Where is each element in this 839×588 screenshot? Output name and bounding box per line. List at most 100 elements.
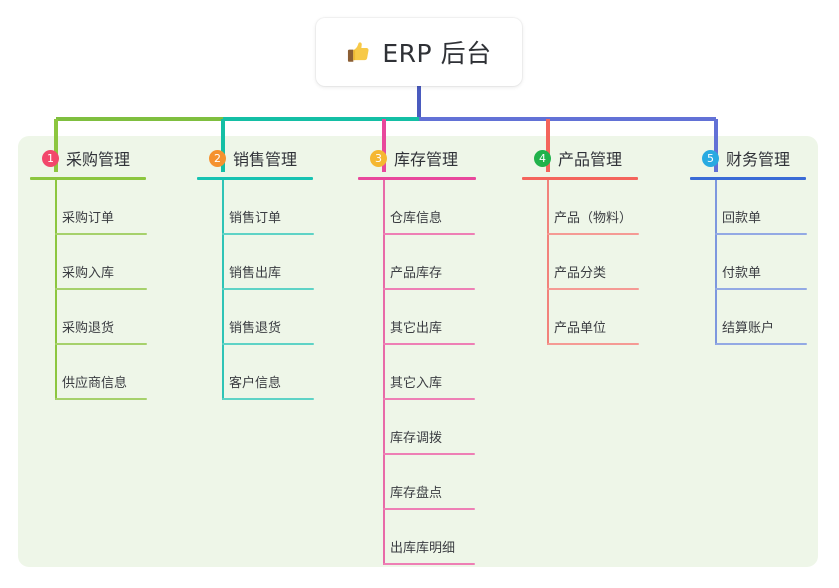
leaf-item-label: 销售订单 bbox=[229, 211, 282, 226]
column-items-5: 回款单付款单结算账户 bbox=[690, 180, 807, 345]
column-title-2: 销售管理 bbox=[233, 150, 298, 169]
leaf-item-rule bbox=[383, 398, 475, 400]
leaf-item-label: 供应商信息 bbox=[62, 376, 128, 391]
leaf-item[interactable]: 付款单 bbox=[690, 235, 807, 290]
leaf-item-label: 结算账户 bbox=[722, 321, 775, 336]
leaf-item-rule bbox=[222, 398, 314, 400]
column-spine-1 bbox=[55, 180, 57, 400]
leaf-item[interactable]: 出库库明细 bbox=[358, 510, 476, 565]
column-badge-1: 1 bbox=[42, 149, 59, 167]
leaf-item[interactable]: 产品单位 bbox=[522, 290, 639, 345]
leaf-item-label: 其它出库 bbox=[390, 321, 443, 336]
root-node-title: ERP 后台 bbox=[382, 39, 492, 68]
leaf-item-label: 产品库存 bbox=[390, 266, 443, 281]
leaf-item[interactable]: 产品（物料） bbox=[522, 180, 639, 235]
leaf-item[interactable]: 仓库信息 bbox=[358, 180, 476, 235]
leaf-item-label: 其它入库 bbox=[390, 376, 443, 391]
leaf-item-label: 销售出库 bbox=[229, 266, 282, 281]
leaf-item-rule bbox=[383, 288, 475, 290]
column-items-1: 采购订单采购入库采购退货供应商信息 bbox=[30, 180, 147, 400]
leaf-item-rule bbox=[715, 288, 807, 290]
leaf-item[interactable]: 供应商信息 bbox=[30, 345, 147, 400]
column-title-3: 库存管理 bbox=[394, 150, 459, 169]
leaf-item[interactable]: 其它出库 bbox=[358, 290, 476, 345]
column-spine-4 bbox=[547, 180, 549, 345]
root-node-card[interactable]: ERP 后台 bbox=[316, 18, 522, 86]
leaf-item-rule bbox=[383, 563, 475, 565]
leaf-item[interactable]: 产品分类 bbox=[522, 235, 639, 290]
column-header-4[interactable]: 4 产品管理 bbox=[522, 146, 638, 170]
leaf-item-rule bbox=[547, 233, 639, 235]
leaf-item-rule bbox=[383, 508, 475, 510]
column-title-5: 财务管理 bbox=[726, 150, 791, 169]
leaf-item-label: 产品（物料） bbox=[554, 211, 633, 226]
leaf-item[interactable]: 结算账户 bbox=[690, 290, 807, 345]
leaf-item-rule bbox=[547, 343, 639, 345]
column-items-4: 产品（物料） 产品分类产品单位 bbox=[522, 180, 639, 345]
column-badge-2: 2 bbox=[209, 149, 226, 167]
leaf-item-rule bbox=[222, 233, 314, 235]
leaf-item-label: 库存盘点 bbox=[390, 486, 443, 501]
column-items-2: 销售订单销售出库销售退货客户信息 bbox=[197, 180, 314, 400]
column-header-rule-4 bbox=[522, 177, 638, 180]
column-spine-3 bbox=[383, 180, 385, 565]
leaf-item-rule bbox=[55, 343, 147, 345]
leaf-item[interactable]: 采购入库 bbox=[30, 235, 147, 290]
column-title-4: 产品管理 bbox=[558, 150, 623, 169]
column-1: 1 采购管理采购订单采购入库采购退货供应商信息 bbox=[30, 146, 147, 400]
leaf-item[interactable]: 产品库存 bbox=[358, 235, 476, 290]
leaf-item[interactable]: 库存盘点 bbox=[358, 455, 476, 510]
leaf-item-rule bbox=[55, 398, 147, 400]
leaf-item-rule bbox=[383, 343, 475, 345]
leaf-item-rule bbox=[383, 453, 475, 455]
leaf-item[interactable]: 采购退货 bbox=[30, 290, 147, 345]
column-header-rule-3 bbox=[358, 177, 476, 180]
leaf-item-label: 采购入库 bbox=[62, 266, 115, 281]
leaf-item-rule bbox=[55, 233, 147, 235]
leaf-item-label: 仓库信息 bbox=[390, 211, 443, 226]
leaf-item-rule bbox=[715, 233, 807, 235]
column-3: 3 库存管理仓库信息产品库存其它出库其它入库库存调拨库存盘点出库库明细 bbox=[358, 146, 476, 565]
column-header-rule-1 bbox=[30, 177, 146, 180]
column-header-2[interactable]: 2 销售管理 bbox=[197, 146, 313, 170]
leaf-item[interactable]: 采购订单 bbox=[30, 180, 147, 235]
column-items-3: 仓库信息产品库存其它出库其它入库库存调拨库存盘点出库库明细 bbox=[358, 180, 476, 565]
column-header-5[interactable]: 5 财务管理 bbox=[690, 146, 806, 170]
thumbs-up-icon bbox=[348, 42, 369, 62]
column-5: 5 财务管理回款单付款单结算账户 bbox=[690, 146, 807, 345]
column-spine-5 bbox=[715, 180, 717, 345]
leaf-item[interactable]: 销售退货 bbox=[197, 290, 314, 345]
leaf-item[interactable]: 客户信息 bbox=[197, 345, 314, 400]
column-header-3[interactable]: 3 库存管理 bbox=[358, 146, 476, 170]
leaf-item[interactable]: 回款单 bbox=[690, 180, 807, 235]
leaf-item-label: 销售退货 bbox=[229, 321, 282, 336]
leaf-item[interactable]: 库存调拨 bbox=[358, 400, 476, 455]
leaf-item-rule bbox=[547, 288, 639, 290]
leaf-item-label: 出库库明细 bbox=[390, 541, 456, 556]
leaf-item-rule bbox=[222, 343, 314, 345]
diagram-background-panel bbox=[18, 136, 818, 567]
column-badge-5: 5 bbox=[702, 149, 719, 167]
column-badge-4: 4 bbox=[534, 149, 551, 167]
leaf-item[interactable]: 其它入库 bbox=[358, 345, 476, 400]
column-title-1: 采购管理 bbox=[66, 150, 131, 169]
column-header-1[interactable]: 1 采购管理 bbox=[30, 146, 146, 170]
leaf-item[interactable]: 销售订单 bbox=[197, 180, 314, 235]
column-badge-3: 3 bbox=[370, 149, 387, 167]
leaf-item-rule bbox=[222, 288, 314, 290]
leaf-item-label: 回款单 bbox=[722, 211, 762, 226]
leaf-item-rule bbox=[383, 233, 475, 235]
leaf-item-label: 客户信息 bbox=[229, 376, 282, 391]
leaf-item-label: 产品分类 bbox=[554, 266, 607, 281]
column-spine-2 bbox=[222, 180, 224, 400]
leaf-item-label: 付款单 bbox=[722, 266, 762, 281]
leaf-item-label: 产品单位 bbox=[554, 321, 607, 336]
root-node-content: ERP 后台 bbox=[346, 34, 491, 70]
leaf-item-rule bbox=[55, 288, 147, 290]
column-2: 2 销售管理销售订单销售出库销售退货客户信息 bbox=[197, 146, 314, 400]
leaf-item-rule bbox=[715, 343, 807, 345]
column-header-rule-2 bbox=[197, 177, 313, 180]
column-header-rule-5 bbox=[690, 177, 806, 180]
column-4: 4 产品管理产品（物料） 产品分类产品单位 bbox=[522, 146, 639, 345]
leaf-item[interactable]: 销售出库 bbox=[197, 235, 314, 290]
